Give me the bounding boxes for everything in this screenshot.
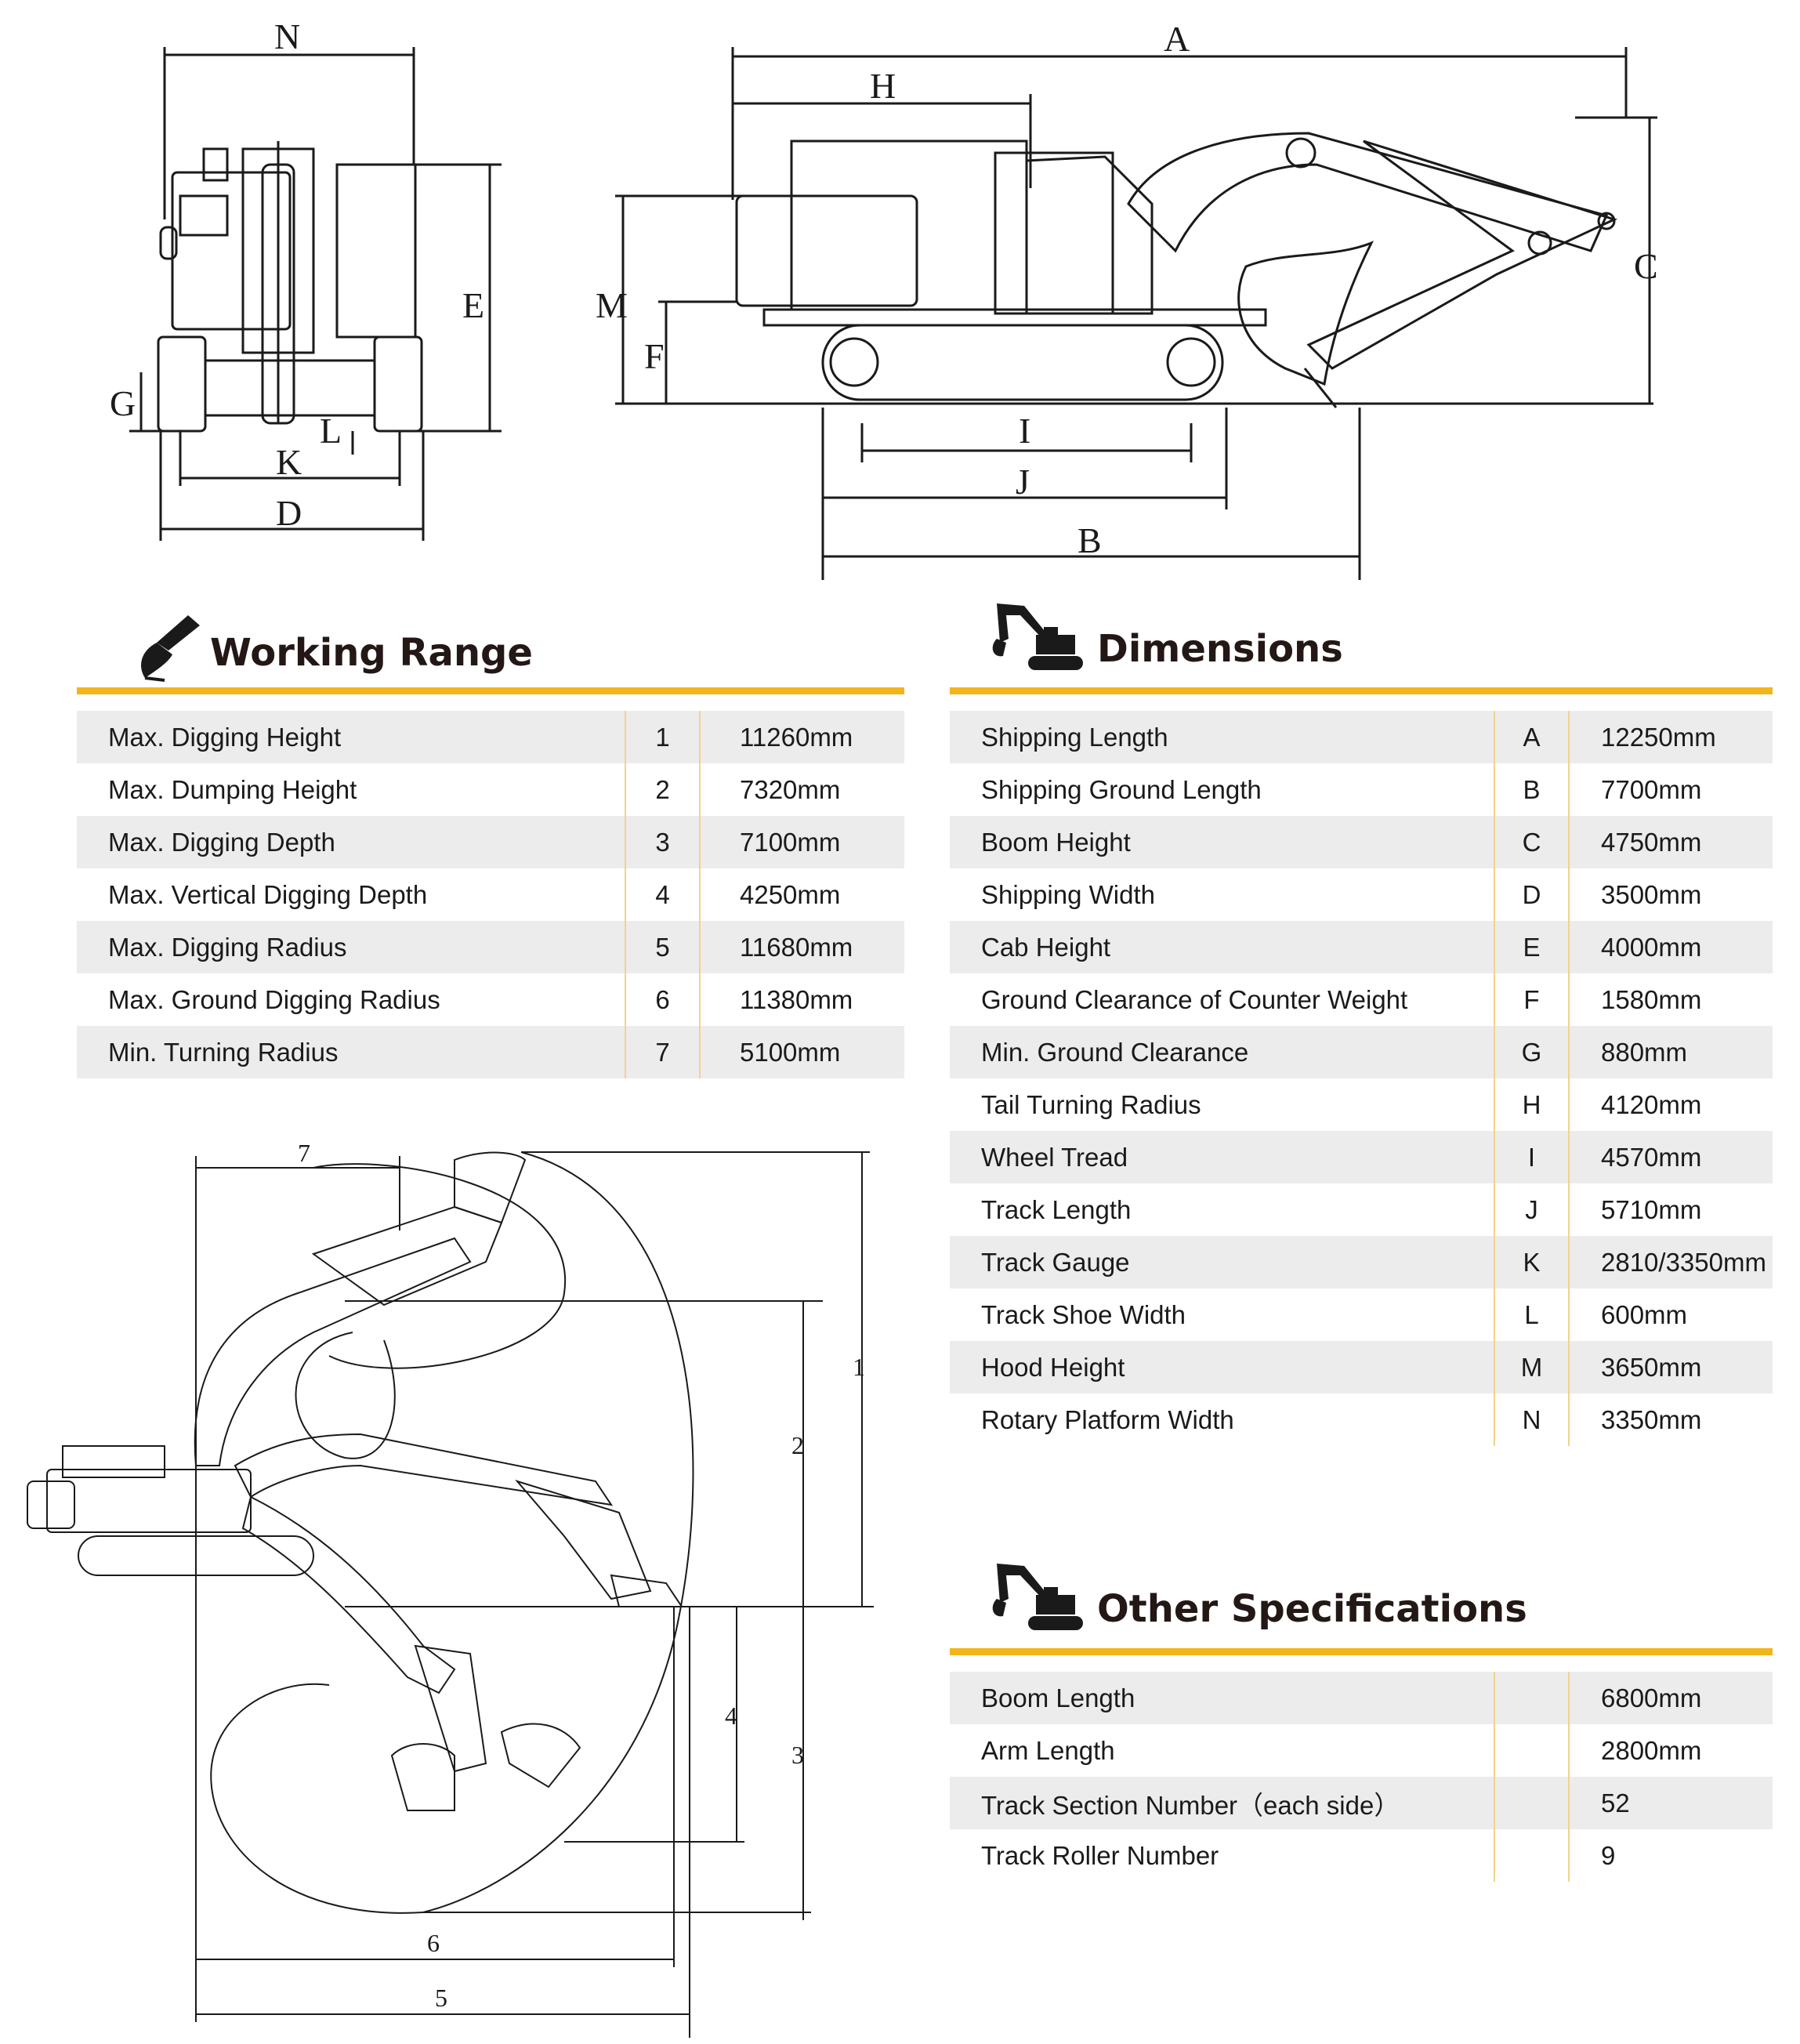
other-specifications-rule: [950, 1648, 1773, 1655]
range-label-2: 2: [791, 1431, 804, 1459]
label-l: L: [320, 411, 342, 451]
table-row: Max. Digging Height 1 11260mm: [77, 711, 904, 763]
table-row: Boom Height C 4750mm: [950, 816, 1773, 868]
range-label-6: 6: [427, 1929, 440, 1957]
table-row: Ground Clearance of Counter Weight F 158…: [950, 973, 1773, 1026]
table-row: Hood Height M 3650mm: [950, 1341, 1773, 1393]
excavator-icon: [992, 603, 1083, 670]
digging-arm-icon: [141, 615, 200, 682]
working-range-table: Max. Digging Height 1 11260mm Max. Dumpi…: [77, 711, 904, 1078]
side-view-diagram: A H M F C I J B: [596, 19, 1658, 580]
table-row: Track Roller Number 9: [950, 1829, 1773, 1882]
table-row: Max. Dumping Height 2 7320mm: [77, 763, 904, 816]
table-row: Boom Length 6800mm: [950, 1672, 1773, 1724]
label-k: K: [276, 442, 302, 482]
table-row: Min. Turning Radius 7 5100mm: [77, 1026, 904, 1078]
dimensions-rule: [950, 687, 1773, 694]
range-label-3: 3: [791, 1741, 804, 1769]
label-a: A: [1164, 19, 1190, 59]
label-e: E: [462, 285, 484, 325]
table-row: Track Gauge K 2810/3350mm: [950, 1236, 1773, 1288]
table-row: Max. Vertical Digging Depth 4 4250mm: [77, 868, 904, 921]
working-range-diagram: 7 1 2 4 3 6 5: [27, 1139, 874, 2038]
front-view-diagram: N E G L K D: [110, 16, 502, 541]
label-h: H: [870, 66, 896, 106]
table-row: Track Shoe Width L 600mm: [950, 1288, 1773, 1341]
working-range-rule: [77, 687, 904, 694]
label-d: D: [276, 493, 302, 533]
dimensions-title: Dimensions: [1097, 627, 1343, 671]
table-row: Min. Ground Clearance G 880mm: [950, 1026, 1773, 1078]
dimensions-table: Shipping Length A 12250mm Shipping Groun…: [950, 711, 1773, 1446]
label-g: G: [110, 383, 136, 423]
table-row: Track Length J 5710mm: [950, 1183, 1773, 1236]
other-specifications-table: Boom Length 6800mm Arm Length 2800mm Tra…: [950, 1672, 1773, 1882]
label-c: C: [1634, 246, 1658, 286]
range-label-7: 7: [298, 1139, 310, 1167]
range-label-1: 1: [853, 1353, 865, 1381]
other-specifications-title: Other Specifications: [1097, 1587, 1527, 1631]
table-row: Max. Ground Digging Radius 6 11380mm: [77, 973, 904, 1026]
label-m: M: [596, 285, 628, 325]
table-row: Track Section Number（each side） 52: [950, 1777, 1773, 1829]
range-label-4: 4: [725, 1702, 737, 1730]
working-range-title: Working Range: [210, 631, 533, 675]
table-row: Max. Digging Radius 5 11680mm: [77, 921, 904, 973]
label-b: B: [1077, 520, 1102, 560]
label-f: F: [644, 336, 665, 376]
table-row: Cab Height E 4000mm: [950, 921, 1773, 973]
table-row: Wheel Tread I 4570mm: [950, 1131, 1773, 1183]
table-row: Arm Length 2800mm: [950, 1724, 1773, 1777]
table-row: Shipping Ground Length B 7700mm: [950, 763, 1773, 816]
table-row: Shipping Length A 12250mm: [950, 711, 1773, 763]
label-n: N: [274, 16, 300, 56]
table-row: Rotary Platform Width N 3350mm: [950, 1393, 1773, 1446]
excavator-icon: [992, 1564, 1083, 1630]
table-row: Tail Turning Radius H 4120mm: [950, 1078, 1773, 1131]
table-row: Shipping Width D 3500mm: [950, 868, 1773, 921]
label-i: I: [1019, 411, 1030, 451]
range-label-5: 5: [435, 1984, 447, 2012]
table-row: Max. Digging Depth 3 7100mm: [77, 816, 904, 868]
label-j: J: [1016, 462, 1030, 502]
